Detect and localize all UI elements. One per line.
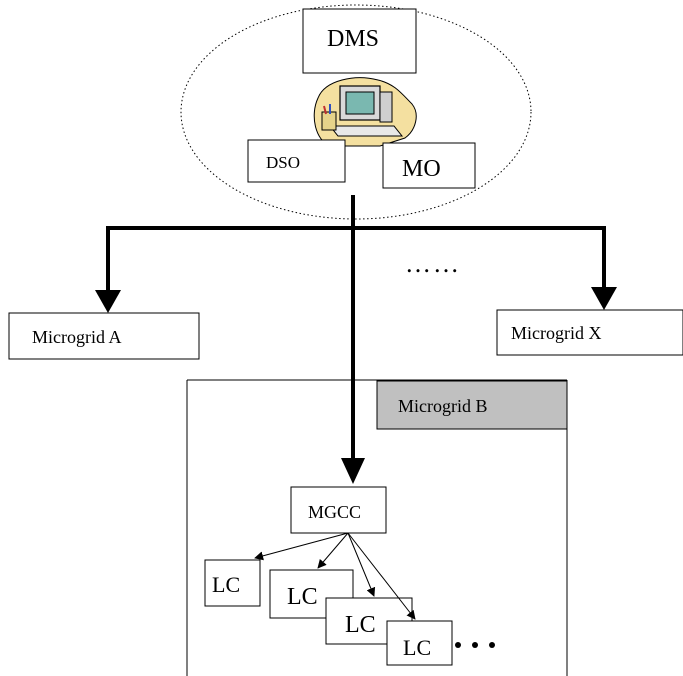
microgrid-x-label: Microgrid X [511, 323, 601, 343]
mgcc-box [290, 486, 387, 534]
mgcc-to-lc-connectors [254, 532, 416, 620]
microgrid-x-box [496, 309, 683, 356]
lc-box-1 [204, 559, 261, 607]
dso-box [247, 139, 346, 183]
dms-label: DMS [327, 26, 379, 52]
dso-label: DSO [266, 153, 300, 172]
microgrid-a-box [8, 312, 200, 360]
dms-region-ellipse [180, 4, 532, 220]
computer-workstation-icon [313, 77, 417, 147]
more-microgrids-ellipsis: …… [405, 249, 461, 278]
lc-label-1: LC [212, 572, 240, 597]
microgrid-b-label: Microgrid B [398, 396, 488, 416]
more-lc-dots [455, 642, 495, 648]
dms-box [302, 8, 417, 74]
mgcc-label: MGCC [308, 502, 361, 522]
microgrid-b-header [376, 380, 568, 430]
lc-label-3: LC [345, 612, 376, 638]
mo-label: MO [402, 156, 441, 182]
microgrid-a-label: Microgrid A [32, 327, 122, 347]
main-connection-lines [95, 195, 617, 484]
lc-box-4 [386, 620, 453, 666]
mo-box [382, 142, 476, 189]
lc-label-2: LC [287, 584, 318, 610]
lc-label-4: LC [403, 635, 431, 660]
